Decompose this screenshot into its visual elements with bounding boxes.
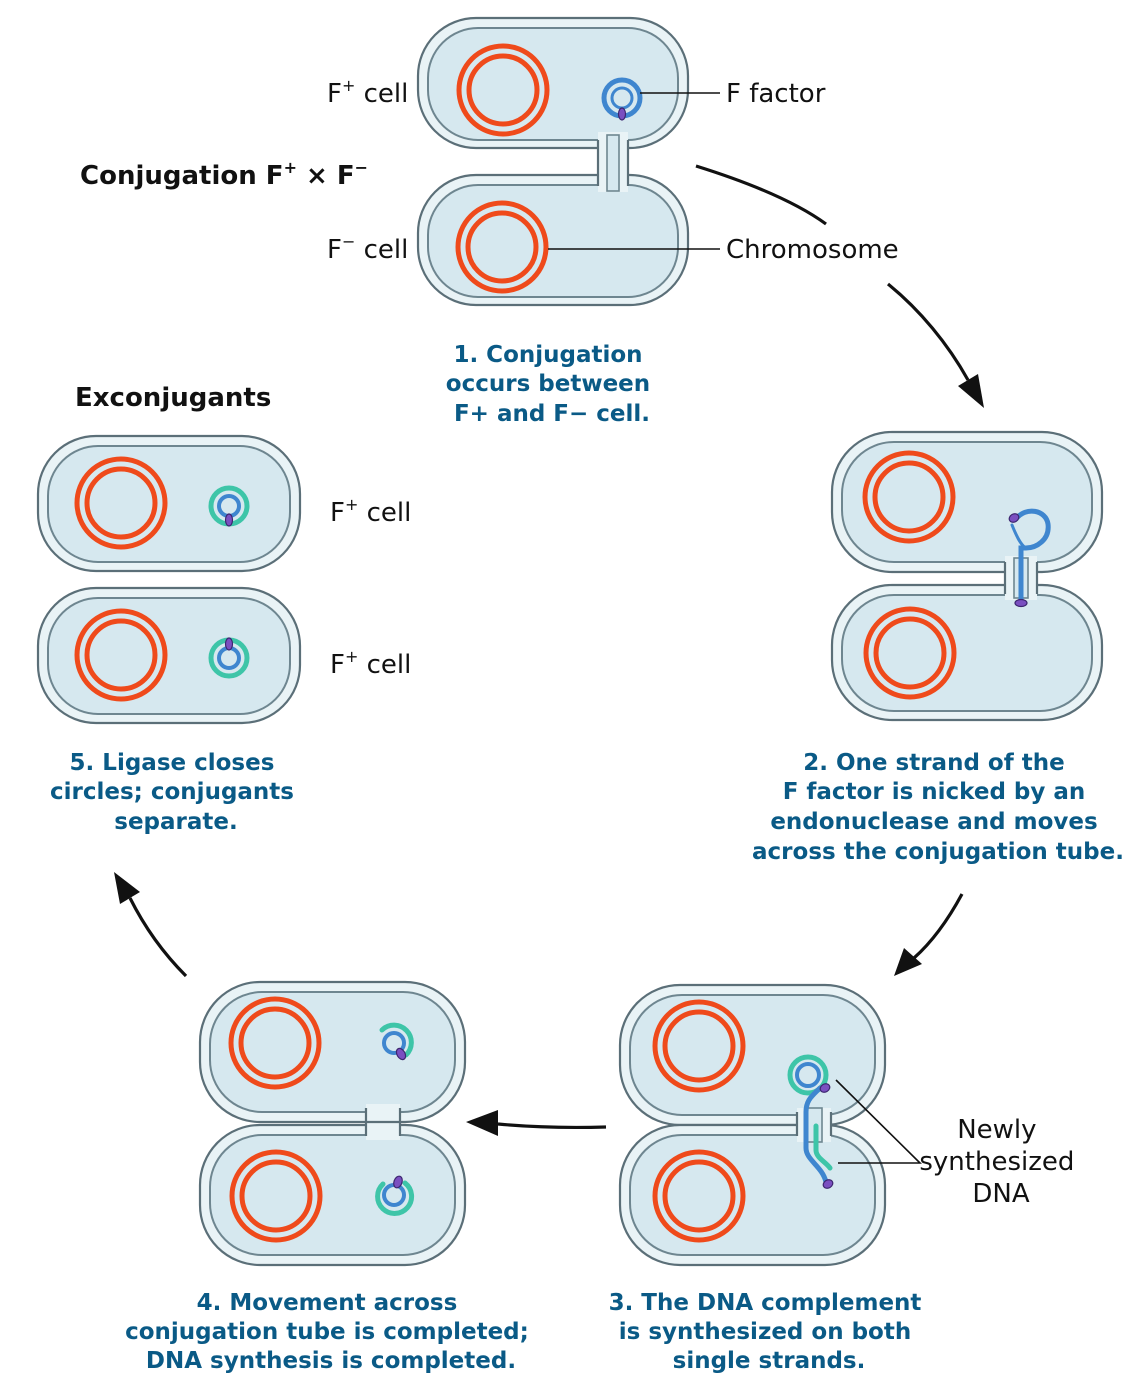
- conjugation-tube: [596, 132, 630, 192]
- caption-step-5: 5. Ligase closes circles; conjugants sep…: [50, 750, 302, 835]
- label-exconjugant-bottom-fplus: F+ cell: [330, 647, 411, 680]
- caption-step-1: 1. Conjugation occurs between F+ and F− …: [446, 342, 658, 427]
- label-exconjugants: Exconjugants: [75, 383, 271, 413]
- arrow-2-to-3: [894, 893, 964, 976]
- stage-2-top-chromosome: [862, 450, 956, 544]
- stage-1-f-factor: [601, 77, 643, 121]
- stage-4-bottom-plasmid: [375, 1175, 415, 1216]
- caption-step-2: 2. One strand of the F factor is nicked …: [752, 750, 1124, 865]
- arrow-1-to-2-continued: [886, 282, 984, 408]
- stage-3-cells: [618, 983, 887, 1267]
- label-fminus-cell: F− cell: [327, 232, 408, 265]
- stage-2-cells: [830, 430, 1104, 722]
- nick-site: [617, 107, 627, 121]
- arrow-1-to-2: [695, 164, 827, 226]
- stage-1-cells: [416, 16, 690, 307]
- stage-4-top-chromosome: [228, 996, 322, 1090]
- stage-5-cells: [36, 434, 302, 725]
- label-chromosome: Chromosome: [726, 235, 899, 265]
- stage-4-bottom-chromosome: [229, 1149, 323, 1243]
- stage-4-top-plasmid: [379, 1022, 414, 1061]
- label-fplus-cell: F+ cell: [327, 76, 408, 109]
- caption-step-3: 3. The DNA complement is synthesized on …: [609, 1290, 930, 1374]
- label-newly-synthesized-dna: Newly synthesized DNA: [919, 1115, 1082, 1209]
- label-exconjugant-top-fplus: F+ cell: [330, 495, 411, 528]
- exconjugant-bottom: [36, 586, 302, 725]
- stage-4-cells: [198, 980, 467, 1267]
- stage-3-bottom-chromosome: [652, 1149, 746, 1243]
- diagram-title: Conjugation F+ × F−: [80, 158, 368, 191]
- stage-2-nicked-f-factor: [1008, 508, 1051, 608]
- arrow-4-to-5: [114, 872, 188, 978]
- stage-1-bottom-chromosome: [455, 200, 549, 294]
- caption-step-4: 4. Movement across conjugation tube is c…: [125, 1290, 537, 1374]
- exconjugant-top: [36, 434, 302, 573]
- stage-3-replicating-f-factor: [787, 1054, 834, 1189]
- stage-2-bottom-chromosome: [863, 606, 957, 700]
- leader-newly-synthesized: [835, 1079, 922, 1164]
- arrow-3-to-4: [466, 1110, 607, 1136]
- label-f-factor: F factor: [726, 79, 826, 109]
- stage-1-top-chromosome: [456, 43, 550, 137]
- stage-3-top-chromosome: [652, 999, 746, 1093]
